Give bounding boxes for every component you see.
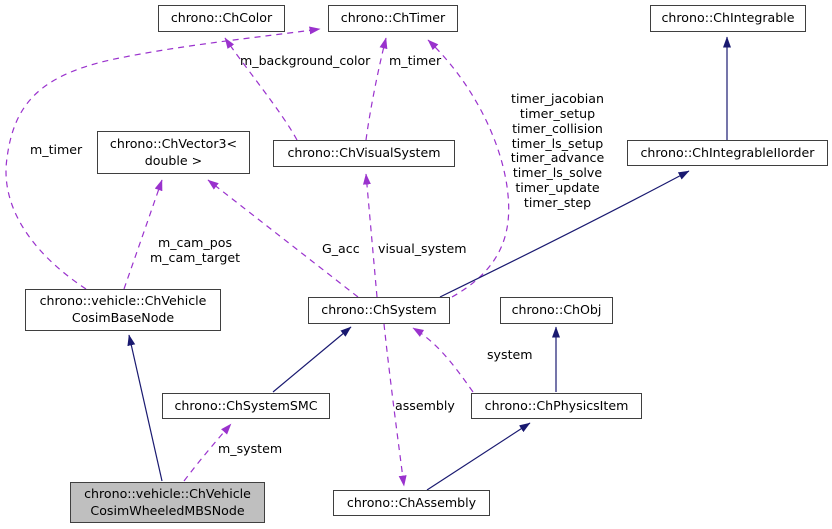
node-chrono-chsystem[interactable]: chrono::ChSystem bbox=[308, 297, 450, 324]
edge-label-timer-group: timer_jacobian timer_setup timer_collisi… bbox=[510, 91, 605, 211]
edge-usage-visualsystem-chtimer bbox=[365, 37, 388, 141]
edge-usage-chsystem-visualsystem bbox=[362, 173, 378, 298]
edge-usage-visualsystem-chcolor bbox=[224, 37, 298, 141]
edge-label-system: system bbox=[487, 347, 533, 362]
edge-inherit-mbsnode-basenode bbox=[127, 334, 163, 482]
edge-usage-chsystem-assembly bbox=[383, 323, 407, 487]
edge-label-visual-system: visual_system bbox=[378, 241, 467, 256]
edge-usage-mbsnode-systemsmc bbox=[183, 423, 232, 482]
edge-label-m-timer-visualsystem: m_timer bbox=[389, 53, 442, 68]
edge-label-m-timer-basenode: m_timer bbox=[30, 142, 83, 157]
node-chrono-vehicle-chvehiclecosimwheeledmbsnode-current: chrono::vehicle::ChVehicle CosimWheeledM… bbox=[70, 482, 265, 523]
edge-label-g-acc: G_acc bbox=[322, 241, 360, 256]
node-chrono-chphysicsitem[interactable]: chrono::ChPhysicsItem bbox=[471, 393, 642, 419]
node-chrono-vehicle-chvehiclecosimbasenode[interactable]: chrono::vehicle::ChVehicle CosimBaseNode bbox=[25, 289, 221, 331]
node-chrono-chtimer[interactable]: chrono::ChTimer bbox=[328, 5, 458, 32]
node-chrono-chcolor[interactable]: chrono::ChColor bbox=[158, 5, 285, 32]
node-chrono-chobj[interactable]: chrono::ChObj bbox=[500, 297, 613, 324]
edge-label-m-cam-pos-target: m_cam_pos m_cam_target bbox=[149, 235, 241, 265]
edge-inherit-chsystem-iiorder bbox=[439, 170, 690, 298]
edge-inherit-assembly-physicsitem bbox=[426, 422, 531, 491]
edge-usage-basenode-chvector3 bbox=[123, 179, 163, 290]
edge-inherit-systemsmc-chsystem bbox=[272, 326, 352, 393]
node-chrono-chintegrableiiorder[interactable]: chrono::ChIntegrableIIorder bbox=[627, 140, 828, 166]
edge-usage-basenode-chtimer bbox=[5, 26, 321, 290]
edge-usage-chsystem-chtimer bbox=[427, 39, 510, 298]
edge-label-m-background-color: m_background_color bbox=[240, 53, 371, 68]
edge-usage-chsystem-chvector3 bbox=[207, 179, 359, 298]
edge-label-assembly: assembly bbox=[395, 398, 455, 413]
edge-label-m-system: m_system bbox=[218, 441, 283, 456]
edge-usage-physicsitem-chsystem bbox=[412, 327, 474, 393]
node-chrono-chvector3[interactable]: chrono::ChVector3< double > bbox=[97, 131, 250, 174]
node-chrono-chassembly[interactable]: chrono::ChAssembly bbox=[333, 490, 490, 516]
node-chrono-chvisualsystem[interactable]: chrono::ChVisualSystem bbox=[273, 140, 455, 167]
node-chrono-chsystemsmc[interactable]: chrono::ChSystemSMC bbox=[162, 393, 330, 419]
node-chrono-chintegrable[interactable]: chrono::ChIntegrable bbox=[650, 5, 806, 32]
